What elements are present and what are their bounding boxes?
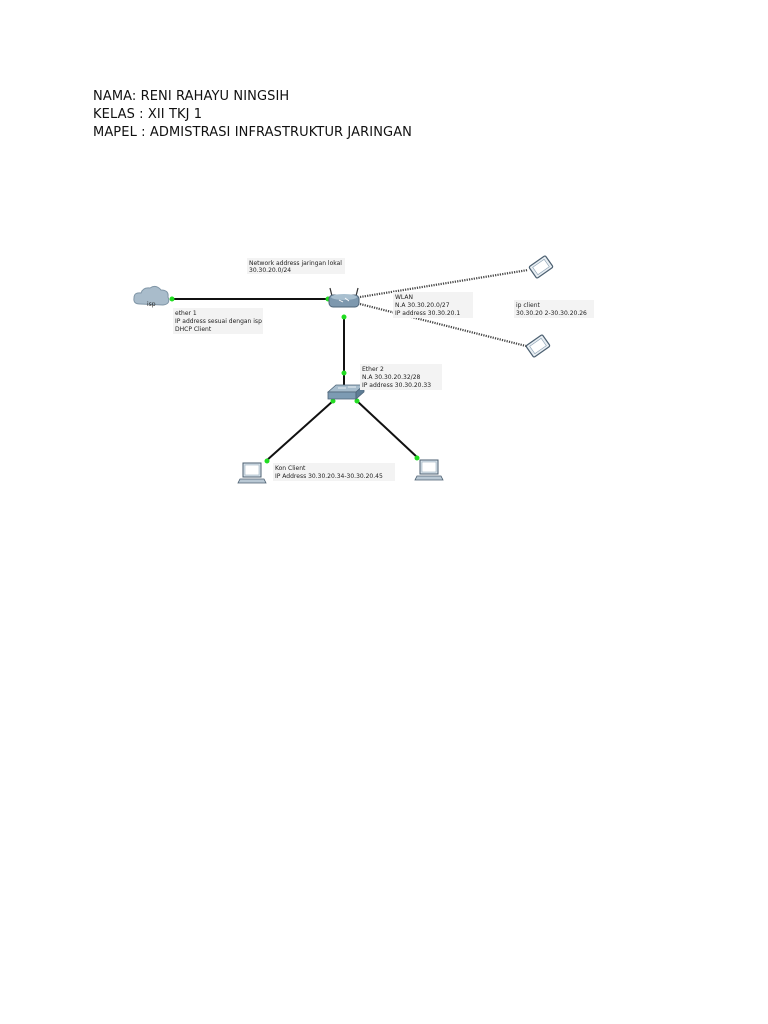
switch-icon[interactable]: [326, 384, 366, 400]
ether1-label-line1: ether 1: [175, 310, 197, 317]
subject: MAPEL : ADMISTRASI INFRASTRUKTUR JARINGA…: [93, 125, 413, 140]
kon-client-label-line2: IP Address 30.30.20.34-30.30.20.45: [275, 473, 383, 480]
ether1-label-line2: IP address sesuai dengan isp: [175, 318, 262, 325]
isp-cloud-icon[interactable]: isp: [133, 285, 170, 308]
wlan-label-line2: N.A 30.30.20.0/27: [395, 302, 450, 309]
port-dot: [330, 398, 336, 404]
ip-client-label-line2: 30.30.20 2-30.30.20.26: [516, 310, 587, 317]
wireless-link-tablet-bottom: [359, 302, 527, 348]
network-address-label: Network address jaringan lokal 30.30.20.…: [247, 258, 345, 274]
kon-client-label: Kon Client IP Address 30.30.20.34-30.30.…: [273, 463, 395, 481]
links: [172, 268, 529, 462]
port-dot: [341, 314, 347, 320]
network-label-line1: Network address jaringan lokal: [249, 260, 342, 267]
kon-client-label-line1: Kon Client: [275, 465, 306, 472]
tablet-bottom-icon[interactable]: [525, 334, 551, 358]
port-dot: [169, 296, 175, 302]
student-class: KELAS : XII TKJ 1: [93, 107, 203, 122]
ip-client-label-line1: ip client: [516, 302, 541, 309]
ether1-label: ether 1 IP address sesuai dengan isp DHC…: [173, 308, 263, 334]
port-dot: [341, 370, 347, 376]
ether2-label-line1: Ether 2: [362, 366, 384, 373]
wireless-router-icon[interactable]: [328, 287, 360, 308]
ip-client-label: ip client 30.30.20 2-30.30.20.26: [514, 300, 594, 318]
port-dot: [414, 455, 420, 461]
tablet-top-icon[interactable]: [528, 255, 554, 279]
ether1-label-line3: DHCP Client: [175, 326, 212, 333]
laptop-left-icon[interactable]: [237, 462, 267, 484]
ether2-label-line2: N.A 30.30.20.32/28: [362, 374, 421, 381]
student-name: NAMA: RENI RAHAYU NINGSIH: [93, 89, 290, 104]
ether2-label-line3: IP address 30.30.20.33: [362, 382, 431, 389]
isp-label: isp: [147, 301, 156, 308]
network-label-line2: 30.30.20.0/24: [249, 267, 291, 274]
link-switch-pc-right: [356, 400, 419, 459]
wlan-label: WLAN N.A 30.30.20.0/27 IP address 30.30.…: [393, 292, 473, 318]
ether2-label: Ether 2 N.A 30.30.20.32/28 IP address 30…: [360, 364, 442, 390]
link-switch-pc-left: [265, 400, 334, 462]
wireless-link-tablet-top: [359, 268, 529, 299]
header-block: NAMA: RENI RAHAYU NINGSIH KELAS : XII TK…: [93, 88, 412, 142]
wlan-label-line1: WLAN: [395, 294, 413, 301]
laptop-right-icon[interactable]: [414, 459, 444, 481]
port-dot: [264, 458, 270, 464]
wlan-label-line3: IP address 30.30.20.1: [395, 310, 460, 317]
